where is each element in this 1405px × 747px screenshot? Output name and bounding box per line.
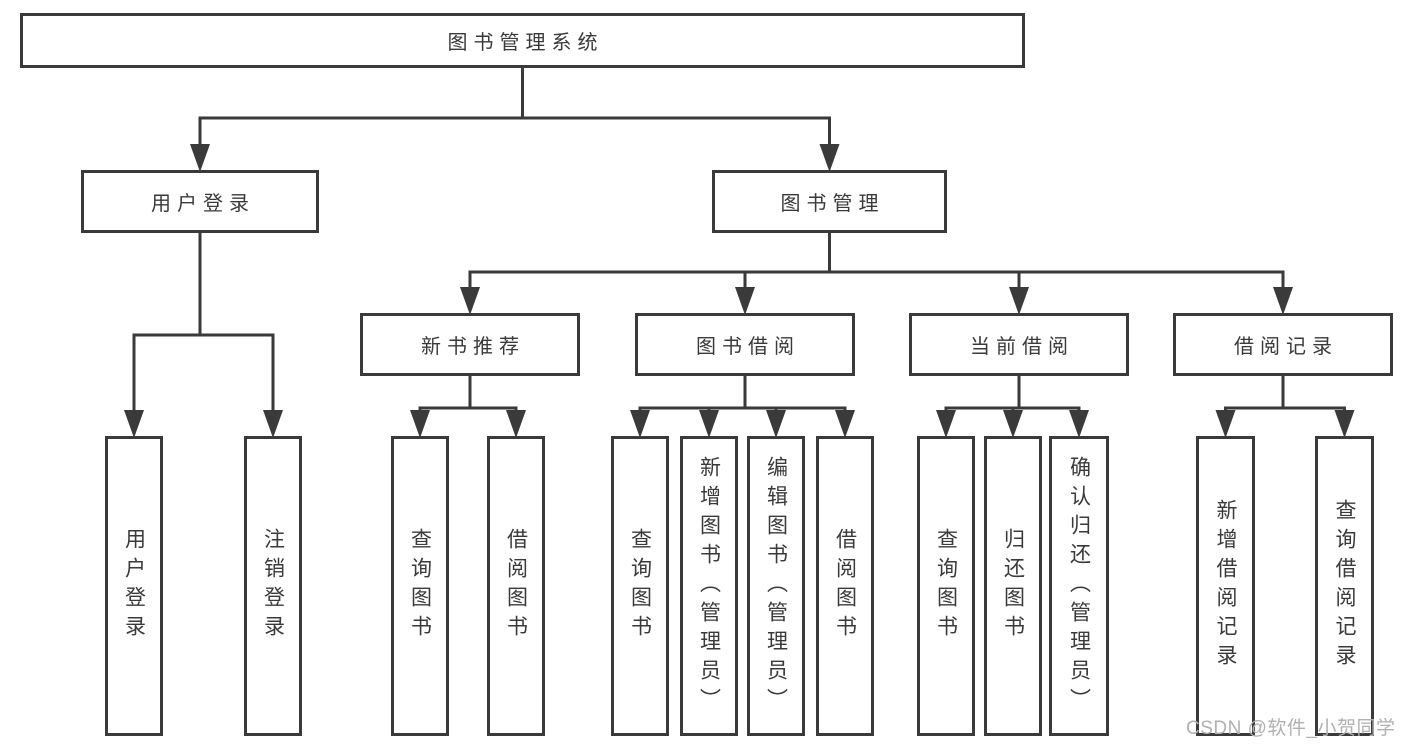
arrowhead-icon	[735, 287, 755, 315]
node-logout: 注销登录	[244, 436, 302, 736]
arrowhead-icon	[1215, 410, 1236, 438]
node-add-books: 新增图书（管理员）	[680, 436, 738, 736]
node-query-books-1: 查询图书	[391, 436, 449, 736]
node-label: 借阅记录	[1234, 336, 1338, 358]
node-confirm-return: 确认归还（管理员）	[1049, 436, 1109, 736]
arrowhead-icon	[1069, 410, 1089, 438]
node-label: 图书管理系统	[447, 32, 604, 54]
node-label: 用户登录	[122, 528, 146, 644]
node-query-books-2: 查询图书	[611, 436, 669, 736]
arrowhead-icon	[936, 410, 956, 438]
node-user-login-leaf: 用户登录	[105, 436, 163, 736]
node-label: 查询图书	[628, 528, 652, 644]
node-edit-books: 编辑图书（管理员）	[747, 436, 805, 736]
arrowhead-icon	[263, 410, 283, 438]
watermark: CSDN @软件_小贺同学	[1186, 718, 1396, 739]
arrowhead-icon	[124, 410, 144, 438]
arrowhead-icon	[190, 144, 210, 172]
arrowhead-icon	[630, 410, 650, 438]
node-label: 借阅图书	[833, 528, 857, 644]
node-borrow-books-1: 借阅图书	[487, 436, 545, 736]
node-label: 查询图书	[408, 528, 432, 644]
node-borrow-records: 借阅记录	[1173, 313, 1393, 376]
node-label: 归还图书	[1001, 528, 1025, 644]
node-return-books: 归还图书	[984, 436, 1042, 736]
node-label: 确认归还（管理员）	[1067, 455, 1091, 717]
node-label: 注销登录	[261, 528, 285, 644]
arrowhead-icon	[766, 410, 786, 438]
arrowhead-icon	[1334, 410, 1355, 438]
arrowhead-icon	[410, 410, 430, 438]
arrowhead-icon	[835, 410, 855, 438]
node-new-book-recommend: 新书推荐	[360, 313, 580, 376]
arrowhead-icon	[1273, 287, 1293, 315]
arrowhead-icon	[699, 410, 719, 438]
node-label: 查询图书	[934, 528, 958, 644]
node-label: 图书借阅	[696, 336, 800, 358]
node-current-borrowing: 当前借阅	[909, 313, 1129, 376]
node-label: 借阅图书	[504, 528, 528, 644]
node-label: 当前借阅	[970, 336, 1074, 358]
node-add-borrow-record: 新增借阅记录	[1196, 436, 1255, 736]
node-borrow-books-2: 借阅图书	[816, 436, 874, 736]
node-query-books-3: 查询图书	[917, 436, 975, 736]
node-label: 编辑图书（管理员）	[764, 455, 788, 717]
arrowhead-icon	[506, 410, 526, 438]
node-book-management: 图书管理	[712, 170, 947, 233]
arrowhead-icon	[460, 287, 480, 315]
node-label: 新书推荐	[421, 336, 525, 358]
node-label: 新增图书（管理员）	[697, 455, 721, 717]
arrowhead-icon	[819, 144, 840, 172]
arrowhead-icon	[1009, 287, 1029, 315]
node-label: 用户登录	[151, 193, 255, 215]
node-label: 新增借阅记录	[1214, 499, 1237, 673]
node-label: 图书管理	[780, 193, 885, 215]
arrowhead-icon	[1003, 410, 1023, 438]
node-root: 图书管理系统	[20, 13, 1025, 68]
node-user-login: 用户登录	[81, 170, 319, 233]
node-book-borrowing: 图书借阅	[635, 313, 855, 376]
node-query-borrow-record: 查询借阅记录	[1315, 436, 1374, 736]
node-label: 查询借阅记录	[1333, 499, 1356, 673]
